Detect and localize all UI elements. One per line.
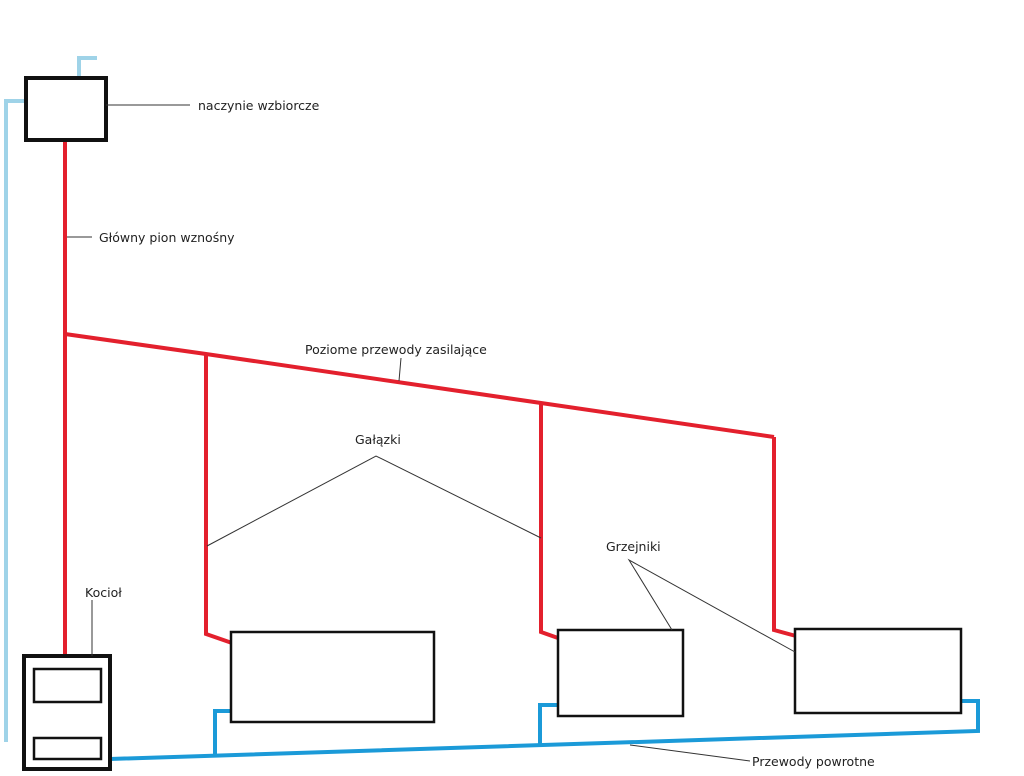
- label-main-riser: Główny pion wznośny: [99, 230, 235, 245]
- radiator-3: [793, 627, 963, 715]
- overflow-pipes: [4, 56, 97, 742]
- branch-pipe-2: [539, 403, 559, 640]
- branch-pipe-1: [204, 354, 233, 645]
- boiler: [22, 654, 112, 771]
- boiler-upper-door: [32, 667, 103, 704]
- boiler-lower-door: [32, 736, 103, 761]
- leader-return: [629, 744, 751, 762]
- radiators: [229, 627, 963, 724]
- label-expansion-tank: naczynie wzbiorcze: [198, 98, 320, 113]
- radiator-1: [229, 630, 436, 724]
- branch-pipe-3: [772, 437, 797, 638]
- label-boiler: Kocioł: [85, 585, 122, 600]
- main-return-pipe: [109, 699, 980, 761]
- expansion-tank: [24, 76, 108, 142]
- return-pipes: [109, 699, 980, 761]
- label-branches: Gałązki: [355, 432, 401, 447]
- vent-pipe: [77, 56, 97, 80]
- leader-lines: [67, 104, 796, 762]
- return-branch-1: [213, 709, 231, 754]
- label-return-pipes: Przewody powrotne: [752, 754, 875, 769]
- leader-branches: [206, 455, 542, 547]
- horizontal-supply-pipe: [64, 332, 775, 439]
- label-radiators: Grzejniki: [606, 539, 661, 554]
- label-supply-pipes: Poziome przewody zasilające: [305, 342, 487, 357]
- overflow-pipe: [4, 99, 25, 742]
- supply-pipes: [63, 140, 797, 655]
- leader-supply: [398, 357, 402, 382]
- return-branch-2: [538, 703, 558, 744]
- leader-radiators: [627, 558, 796, 653]
- radiator-2: [556, 628, 685, 718]
